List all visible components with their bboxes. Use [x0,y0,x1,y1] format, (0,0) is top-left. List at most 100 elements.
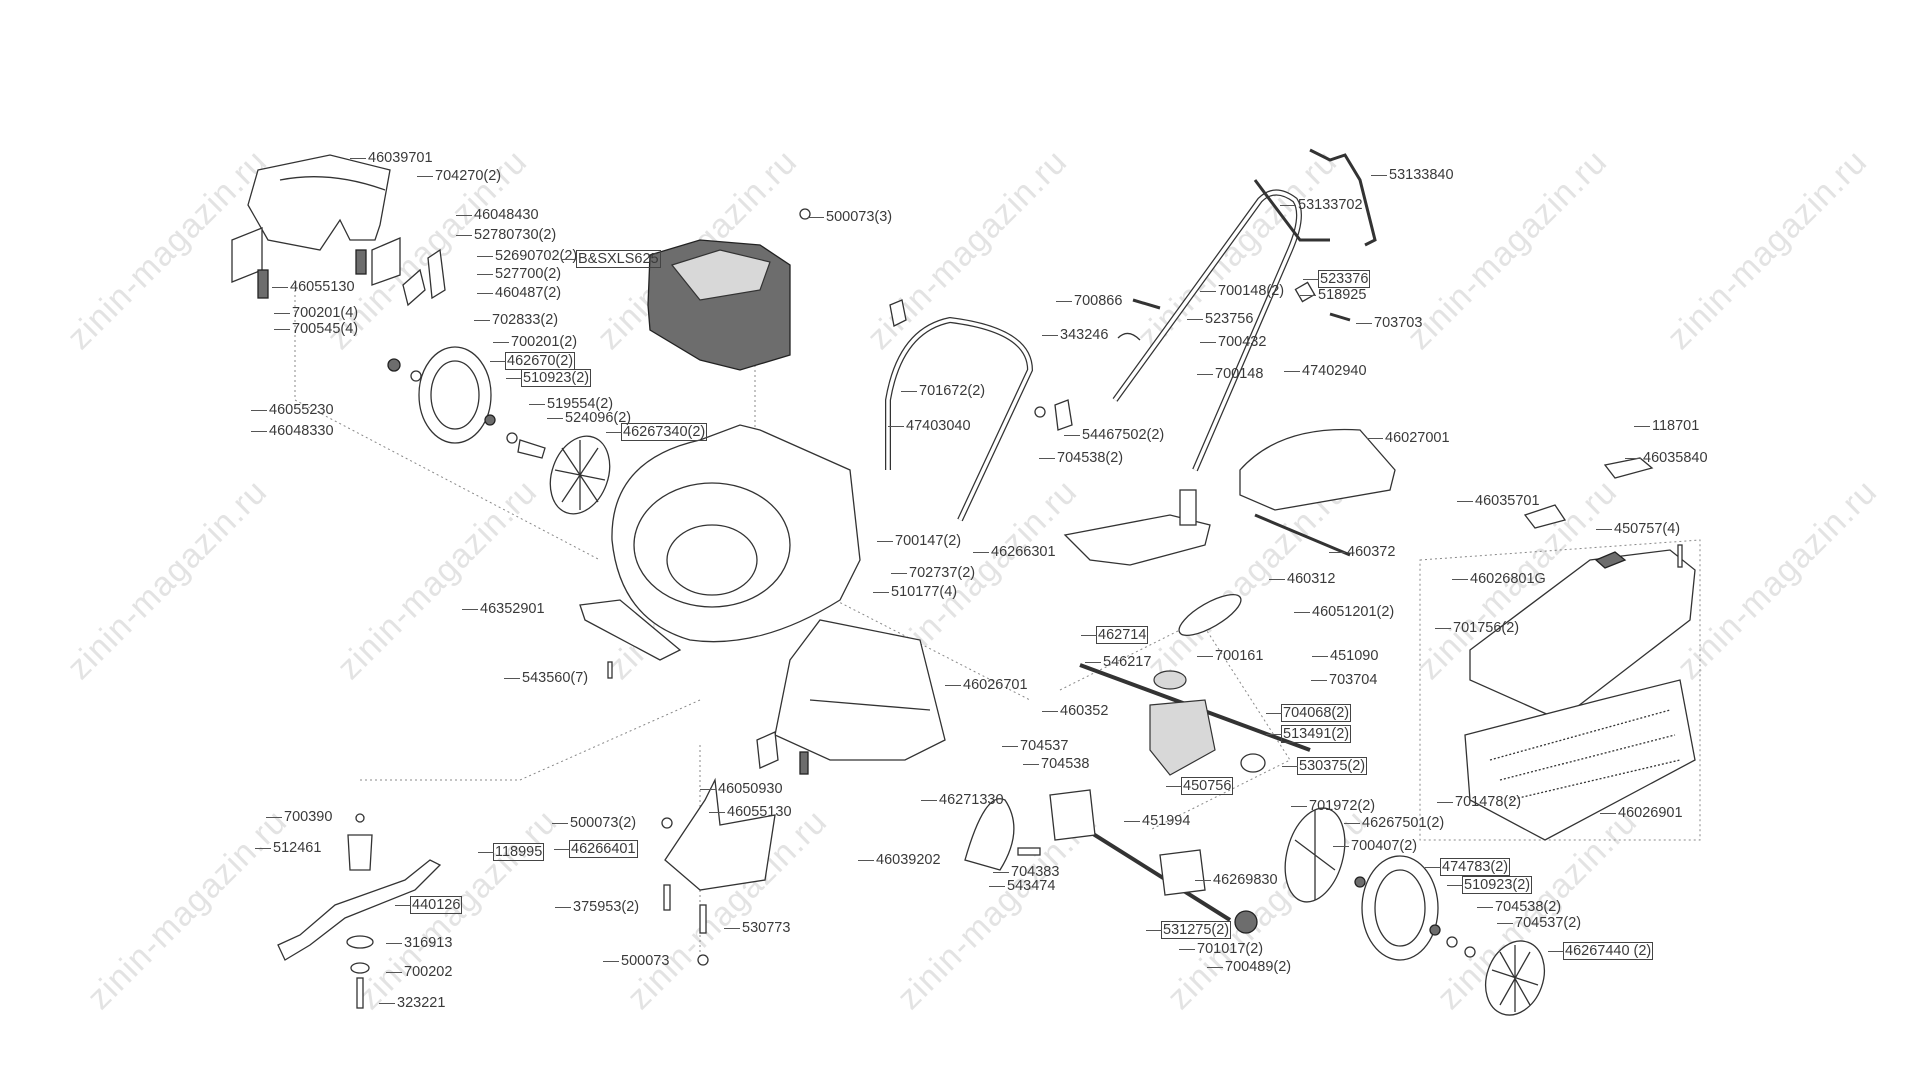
part-label: 46055130 [709,804,792,820]
part-label: 700201(4) [273,305,359,321]
part-label: 46050930 [700,781,783,797]
lock-washer-700202 [350,962,370,974]
gearbox-460352 [1149,699,1216,776]
part-label: 46026901 [1600,805,1683,821]
wheel-bolt [517,439,546,459]
part-label-boxed: 46266401 [554,840,638,858]
part-label: 46055130 [272,279,355,295]
assembly-guide [1059,619,1291,831]
part-label: 460352 [1041,703,1109,719]
part-label-boxed: 450756 [1165,777,1234,795]
rod-460372 [1254,513,1351,557]
part-label: 700390 [265,809,333,825]
part-label-boxed: 462670(2) [489,352,576,370]
lower-handle-fill [886,318,1032,521]
part-label: 701017(2) [1178,941,1264,957]
part-label: 700202 [385,964,453,980]
bearing-plate [1049,789,1096,841]
deck-mount-ring [666,524,758,596]
part-label-boxed: 46267440 (2) [1547,942,1654,960]
part-label: 701756(2) [1434,620,1520,636]
part-label: 46352901 [462,601,545,617]
part-label: 52690702(2) [476,248,578,264]
hubcap-spokes [1491,945,1539,1012]
rear-flap [774,619,946,761]
bearing [1354,876,1366,888]
nut-500073 [697,954,709,966]
part-label: 46266301 [973,544,1056,560]
part-label: 543474 [988,878,1056,894]
basket-bottom-46026901 [1464,679,1696,841]
part-label-boxed: 510923(2) [505,369,592,387]
part-label-boxed: 704068(2) [1265,704,1352,722]
bracket-46055130 [799,751,809,775]
part-label: 451090 [1311,648,1379,664]
part-label: 53133702 [1280,197,1363,213]
front-wheel-left [418,346,492,444]
part-label: 118701 [1633,418,1700,434]
spring-530773 [699,904,707,934]
bolt-700866 [1132,298,1161,310]
mulch-plug [1063,514,1211,566]
part-label: 700489(2) [1206,959,1292,975]
bolt-323221 [356,977,364,1009]
operator-bail [1253,148,1377,247]
rear-wheel-rim [1374,869,1426,947]
part-label-boxed: 513491(2) [1265,725,1352,743]
part-label: 46035840 [1625,450,1708,466]
part-label: 703703 [1355,315,1423,331]
part-label-boxed: 462714 [1080,626,1149,644]
part-label-boxed: 510923(2) [1446,876,1533,894]
part-label: 700147(2) [876,533,962,549]
cable-clip-343246 [1117,332,1141,341]
mower-deck [611,424,861,643]
part-label: 530773 [723,920,791,936]
bearing [1429,924,1441,936]
assembly-guide [639,499,1031,960]
assembly-guide [360,699,701,781]
screw-375953 [663,884,671,911]
bracket-46055130 [355,249,367,275]
part-label: 524096(2) [546,410,632,426]
part-label: 700161 [1196,648,1264,664]
cable-holder-518925 [1294,281,1316,303]
assembly-guide [294,280,601,561]
catcher-cover [1239,428,1396,511]
part-label: 700148 [1196,366,1264,382]
blade-440126 [277,859,442,961]
grass-deflector-edge [279,176,386,191]
part-label: 512461 [254,840,322,856]
lid-46035840 [1603,457,1654,479]
mulch-insert-46266401 [664,777,776,891]
part-label: 46051201(2) [1293,604,1395,620]
washer [387,358,401,372]
part-label: 46039701 [350,150,433,166]
bearing [484,414,496,426]
pinion-531275 [1234,910,1258,934]
part-label: 46048330 [251,423,334,439]
part-label: 46271330 [921,792,1004,808]
engine-cover-grille [670,249,771,301]
basket-mesh [1489,709,1681,801]
part-label: 46055230 [251,402,334,418]
part-label: 450757(4) [1595,521,1681,537]
disc-spokes [1294,810,1336,900]
part-label-boxed: 523376 [1302,270,1371,288]
bearing-plate-46269830 [1159,849,1206,896]
washer [506,432,518,444]
bracket-46050930 [756,731,779,769]
part-label: 704383 [992,864,1060,880]
part-label: 46048430 [456,207,539,223]
part-label: 460372 [1328,544,1396,560]
part-label: 52780730(2) [455,227,557,243]
part-label: 700545(4) [273,321,359,337]
part-label-boxed: 46267340(2) [605,423,708,441]
part-label-boxed: 530375(2) [1281,757,1368,775]
part-label: 702737(2) [890,565,976,581]
part-label: 460312 [1268,571,1336,587]
deck-front-bracket [579,599,682,661]
part-label: 700432 [1199,334,1267,350]
deck-inner-ring [633,482,791,608]
